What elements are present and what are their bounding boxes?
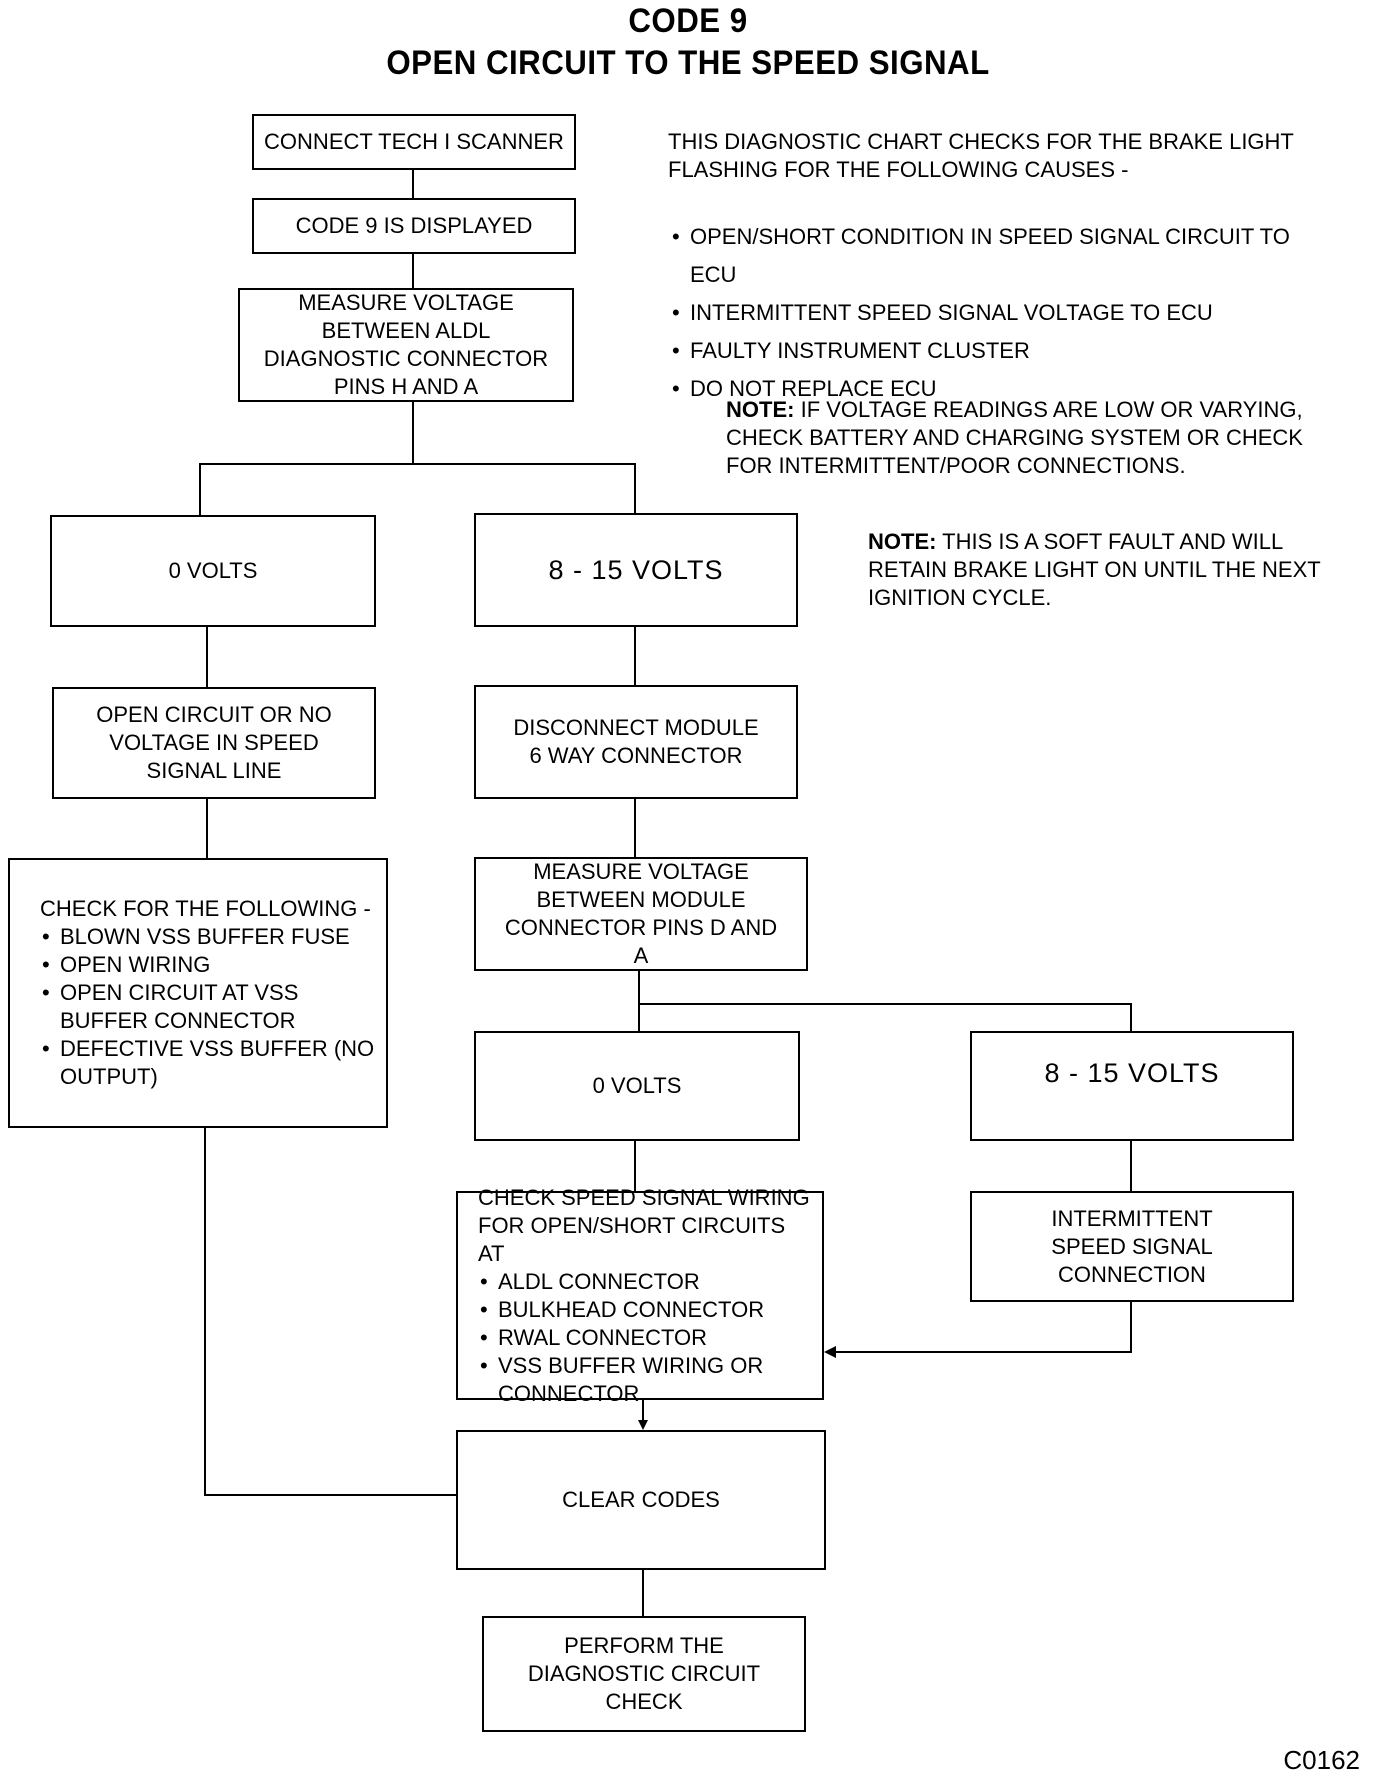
causes-list: OPEN/SHORT CONDITION IN SPEED SIGNAL CIR… — [670, 218, 1330, 408]
check-following-item: OPEN WIRING — [40, 951, 376, 979]
connector-line — [642, 1398, 644, 1428]
connector-line — [412, 252, 414, 288]
connector-line — [638, 969, 640, 1031]
arrowhead — [824, 1346, 836, 1358]
note-label: NOTE: — [726, 397, 795, 422]
perform-circuit-check-step: PERFORM THE DIAGNOSTIC CIRCUIT CHECK — [482, 1616, 806, 1732]
arrowhead — [638, 1420, 648, 1430]
connector-line — [1130, 1300, 1132, 1352]
open-circuit-result: OPEN CIRCUIT OR NO VOLTAGE IN SPEED SIGN… — [52, 687, 376, 799]
connector-line — [204, 1494, 458, 1496]
voltage-note: NOTE: IF VOLTAGE READINGS ARE LOW OR VAR… — [726, 396, 1326, 480]
zero-volts-result-1: 0 VOLTS — [50, 515, 376, 627]
check-following-item: DEFECTIVE VSS BUFFER (NO OUTPUT) — [40, 1035, 376, 1091]
check-following-step: CHECK FOR THE FOLLOWING - BLOWN VSS BUFF… — [8, 858, 388, 1128]
measure-voltage-module-step: MEASURE VOLTAGE BETWEEN MODULE CONNECTOR… — [474, 857, 808, 971]
check-wiring-item: VSS BUFFER WIRING OR CONNECTOR — [478, 1352, 812, 1408]
check-wiring-item: BULKHEAD CONNECTOR — [478, 1296, 812, 1324]
figure-code: C0162 — [1283, 1745, 1360, 1775]
check-wiring-item: RWAL CONNECTOR — [478, 1324, 812, 1352]
check-following-title: CHECK FOR THE FOLLOWING - — [40, 896, 371, 921]
connector-line — [199, 463, 201, 515]
connector-line — [1130, 1003, 1132, 1031]
range-volts-result-2: 8 - 15 VOLTS — [970, 1031, 1294, 1141]
chart-title-description: OPEN CIRCUIT TO THE SPEED SIGNAL — [386, 44, 990, 82]
connector-line — [204, 1126, 206, 1496]
note-text: IF VOLTAGE READINGS ARE LOW OR VARYING, … — [726, 397, 1303, 478]
cause-item: INTERMITTENT SPEED SIGNAL VOLTAGE TO ECU — [670, 294, 1330, 332]
chart-title-code: CODE 9 — [628, 2, 748, 40]
cause-item: FAULTY INSTRUMENT CLUSTER — [670, 332, 1330, 370]
connector-line — [634, 1139, 636, 1191]
connector-line — [412, 168, 414, 198]
intermittent-connection-result: INTERMITTENT SPEED SIGNAL CONNECTION — [970, 1191, 1294, 1302]
connector-line — [634, 797, 636, 857]
connector-line — [830, 1351, 1132, 1353]
chart-intro-text: THIS DIAGNOSTIC CHART CHECKS FOR THE BRA… — [668, 129, 1294, 182]
connector-line — [642, 1568, 644, 1616]
range-volts-result-1: 8 - 15 VOLTS — [474, 513, 798, 627]
connector-line — [1130, 1139, 1132, 1191]
zero-volts-result-2: 0 VOLTS — [474, 1031, 800, 1141]
connector-line — [634, 463, 636, 513]
note-text: THIS IS A SOFT FAULT AND WILL RETAIN BRA… — [868, 529, 1321, 610]
cause-item: OPEN/SHORT CONDITION IN SPEED SIGNAL CIR… — [670, 218, 1330, 294]
cause-item: DO NOT REPLACE ECU — [670, 370, 1330, 408]
connector-line — [638, 1003, 1132, 1005]
check-following-list: BLOWN VSS BUFFER FUSE OPEN WIRING OPEN C… — [40, 923, 376, 1091]
note-label: NOTE: — [868, 529, 937, 554]
connector-line — [206, 798, 208, 858]
connector-line — [634, 625, 636, 685]
measure-voltage-aldl-step: MEASURE VOLTAGE BETWEEN ALDL DIAGNOSTIC … — [238, 288, 574, 402]
soft-fault-note: NOTE: THIS IS A SOFT FAULT AND WILL RETA… — [868, 528, 1328, 612]
check-wiring-title: CHECK SPEED SIGNAL WIRING FOR OPEN/SHORT… — [478, 1184, 810, 1266]
check-following-item: OPEN CIRCUIT AT VSS BUFFER CONNECTOR — [40, 979, 376, 1035]
connector-line — [206, 625, 208, 687]
connector-line — [199, 463, 636, 465]
check-wiring-step: CHECK SPEED SIGNAL WIRING FOR OPEN/SHORT… — [456, 1185, 824, 1406]
connector-line — [412, 400, 414, 464]
connect-scanner-step: CONNECT TECH I SCANNER — [252, 114, 576, 170]
check-wiring-list: ALDL CONNECTOR BULKHEAD CONNECTOR RWAL C… — [478, 1268, 812, 1408]
code-displayed-step: CODE 9 IS DISPLAYED — [252, 198, 576, 254]
clear-codes-step: CLEAR CODES — [456, 1430, 826, 1570]
check-wiring-item: ALDL CONNECTOR — [478, 1268, 812, 1296]
check-following-item: BLOWN VSS BUFFER FUSE — [40, 923, 376, 951]
disconnect-module-step: DISCONNECT MODULE 6 WAY CONNECTOR — [474, 685, 798, 799]
